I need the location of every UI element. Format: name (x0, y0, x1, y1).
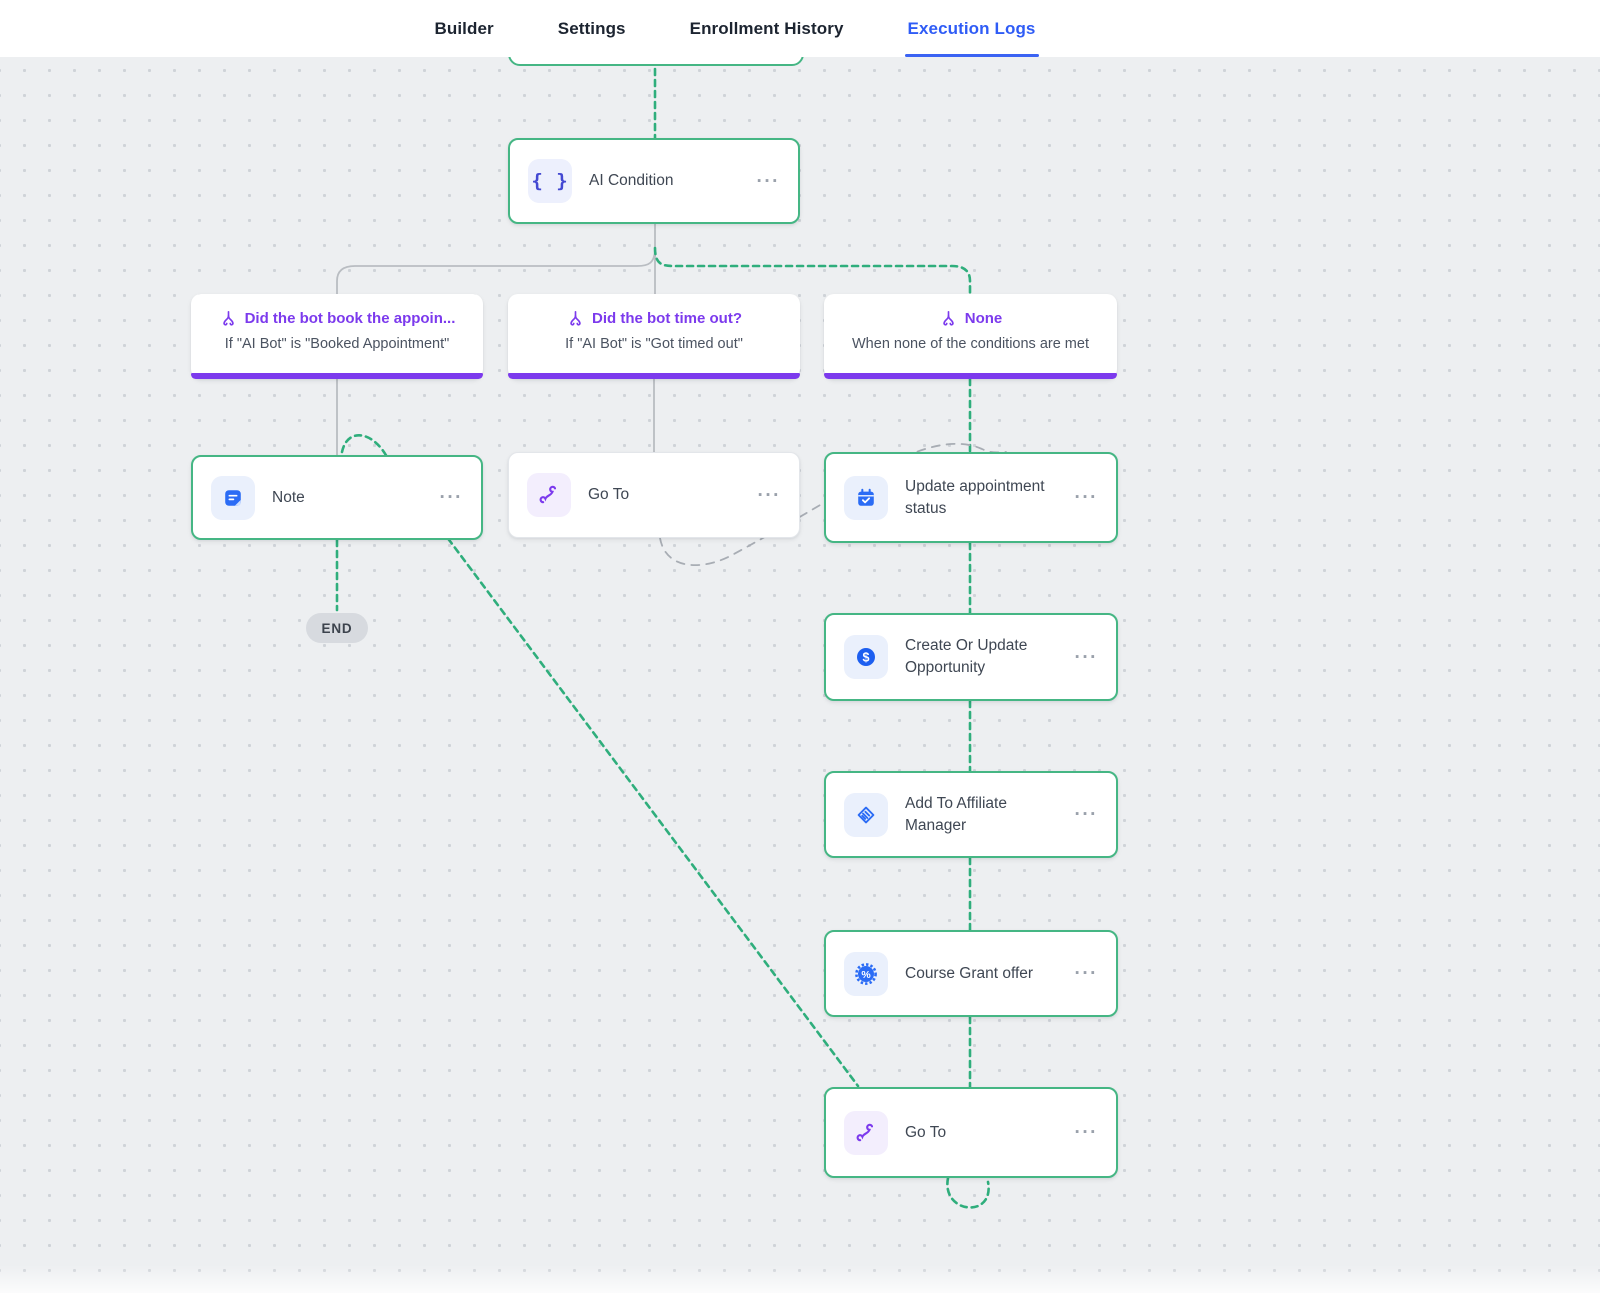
branch-title-text: None (964, 310, 1003, 327)
note-icon (211, 475, 255, 520)
route-squiggle-icon (844, 1110, 888, 1155)
node-menu-button[interactable]: ··· (1074, 487, 1098, 508)
connector-ai-to-branch1 (336, 247, 656, 294)
branch-accent-bar (824, 373, 1117, 379)
branch-accent-bar (191, 373, 483, 379)
dollar-circle-icon: $ (844, 635, 888, 679)
connector-ai-to-branch3 (653, 246, 972, 296)
node-go-to-bottom[interactable]: Go To ··· (824, 1087, 1118, 1178)
node-label: Update appointment status (905, 477, 1045, 517)
node-ai-condition[interactable]: { } AI Condition ··· (508, 138, 800, 224)
node-note[interactable]: Note ··· (191, 455, 483, 540)
branch-title-text: Did the bot book the appoin... (244, 310, 456, 327)
node-menu-button[interactable]: ··· (757, 484, 781, 506)
workflow-tab-bar: Builder Settings Enrollment History Exec… (0, 0, 1600, 57)
branch-title-text: Did the bot time out? (592, 310, 742, 327)
connector-goto-target-note (340, 434, 860, 1088)
node-label: Course Grant offer (905, 964, 1034, 982)
branch-subtitle: If "AI Bot" is "Got timed out" (565, 336, 743, 352)
calendar-check-icon (844, 475, 888, 520)
node-course-grant-offer[interactable]: % Course Grant offer ··· (824, 930, 1118, 1017)
split-wishbone-icon (222, 310, 234, 326)
canvas-bottom-fade (0, 1265, 1600, 1293)
node-label: AI Condition (589, 172, 674, 189)
branch-title: None (834, 309, 1107, 328)
node-create-or-update-opportunity[interactable]: $ Create Or Update Opportunity ··· (824, 613, 1118, 701)
percent-badge-icon: % (844, 951, 888, 996)
curly-braces-glyph: { } (531, 170, 569, 192)
tab-execution-logs[interactable]: Execution Logs (904, 0, 1039, 57)
node-label: Go To (588, 486, 630, 503)
node-menu-button[interactable]: ··· (1074, 963, 1098, 984)
node-menu-button[interactable]: ··· (439, 487, 463, 508)
branch-subtitle: When none of the conditions are met (852, 336, 1089, 352)
node-label: Add To Affiliate Manager (905, 794, 1007, 834)
branch-title: Did the bot book the appoin... (201, 309, 473, 328)
node-label: Go To (905, 1123, 947, 1141)
node-label: Note (272, 488, 305, 506)
tab-settings[interactable]: Settings (557, 18, 626, 38)
branch-accent-bar (508, 373, 800, 379)
branch-card-timed-out[interactable]: Did the bot time out? If "AI Bot" is "Go… (508, 294, 800, 379)
node-update-appointment-status[interactable]: Update appointment status ··· (824, 452, 1118, 543)
tab-builder[interactable]: Builder (434, 18, 494, 38)
node-menu-button[interactable]: ··· (1074, 1122, 1098, 1143)
branch-subtitle: If "AI Bot" is "Booked Appointment" (224, 336, 450, 352)
route-squiggle-icon (527, 473, 571, 517)
handshake-icon (844, 792, 888, 837)
curly-braces-icon: { } (528, 159, 572, 203)
node-menu-button[interactable]: ··· (756, 170, 780, 192)
connector-goto-bottom-loop (946, 1176, 990, 1209)
split-wishbone-icon (570, 310, 581, 326)
branch-card-booked-appointment[interactable]: Did the bot book the appoin... If "AI Bo… (191, 294, 483, 379)
branch-title: Did the bot time out? (518, 309, 790, 328)
node-go-to-middle[interactable]: Go To ··· (508, 452, 800, 538)
branch-card-none[interactable]: None When none of the conditions are met (824, 294, 1117, 379)
node-label: Create Or Update Opportunity (905, 637, 1028, 676)
node-menu-button[interactable]: ··· (1074, 646, 1098, 668)
svg-text:%: % (861, 969, 871, 981)
node-add-to-affiliate-manager[interactable]: Add To Affiliate Manager ··· (824, 771, 1118, 858)
svg-text:$: $ (863, 650, 870, 664)
tab-enrollment-history[interactable]: Enrollment History (689, 18, 844, 38)
split-wishbone-icon (943, 310, 954, 326)
end-badge: END (306, 613, 368, 643)
node-menu-button[interactable]: ··· (1074, 804, 1098, 825)
